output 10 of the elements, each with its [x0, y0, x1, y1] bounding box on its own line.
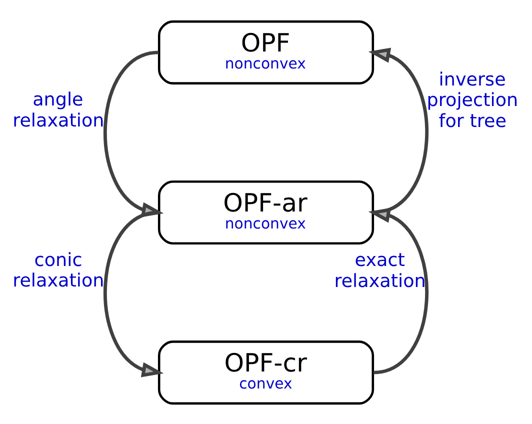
- edge-label: conic relaxation: [12, 249, 104, 291]
- node-box: OPF-cr convex: [158, 340, 374, 404]
- arrow: [104, 210, 164, 377]
- node-box: OPF-ar nonconvex: [158, 180, 374, 244]
- arrow: [368, 207, 428, 374]
- edge-label: exact relaxation: [334, 250, 426, 292]
- arrow: [368, 47, 428, 214]
- edge-label: inverse projection for tree: [426, 69, 518, 132]
- edge-label: angle relaxation: [12, 89, 104, 131]
- node-box: OPF nonconvex: [158, 20, 374, 84]
